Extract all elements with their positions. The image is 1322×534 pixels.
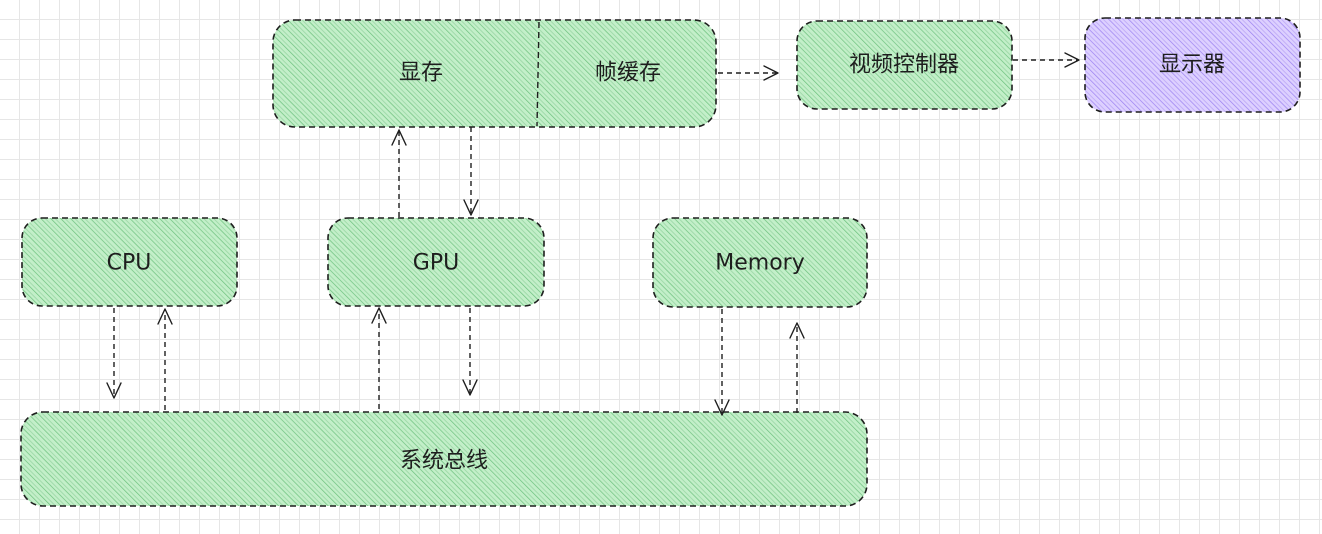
cpu-label: CPU — [107, 251, 152, 276]
gpu-label: GPU — [413, 251, 459, 276]
vram-framebuffer-group: 显存 帧缓存 — [272, 19, 717, 128]
vram-divider — [536, 21, 540, 127]
arrow-video-controller-to-display — [1013, 52, 1080, 68]
arrow-bus-to-gpu — [371, 307, 387, 409]
frame-buffer-label: 帧缓存 — [595, 61, 661, 86]
cpu-node: CPU — [21, 217, 238, 307]
display-box — [1084, 17, 1301, 113]
arrow-bus-to-memory — [789, 322, 805, 413]
arrow-memory-to-bus — [714, 309, 730, 416]
system-bus-label: 系统总线 — [400, 449, 488, 474]
video-controller-label: 视频控制器 — [849, 53, 959, 78]
memory-node: Memory — [652, 217, 868, 308]
vram-label: 显存 — [399, 61, 443, 86]
display-node: 显示器 — [1084, 17, 1301, 113]
system-bus-node: 系统总线 — [20, 411, 868, 507]
arrow-vram-to-gpu — [463, 127, 479, 216]
cpu-box — [21, 217, 238, 307]
memory-box — [652, 217, 868, 308]
arrow-cpu-to-bus — [106, 308, 122, 399]
arrow-gpu-to-vram — [391, 129, 407, 217]
video-controller-box — [796, 20, 1013, 110]
system-bus-box — [20, 411, 868, 507]
display-label: 显示器 — [1159, 53, 1225, 78]
arrow-gpu-to-bus — [462, 308, 478, 396]
video-controller-node: 视频控制器 — [796, 20, 1013, 110]
vram-framebuffer-box — [272, 19, 717, 128]
memory-label: Memory — [715, 251, 804, 276]
gpu-node: GPU — [327, 217, 545, 307]
arrow-bus-to-cpu — [157, 308, 173, 410]
gpu-box — [327, 217, 545, 307]
arrow-framebuffer-to-video-controller — [718, 65, 779, 81]
